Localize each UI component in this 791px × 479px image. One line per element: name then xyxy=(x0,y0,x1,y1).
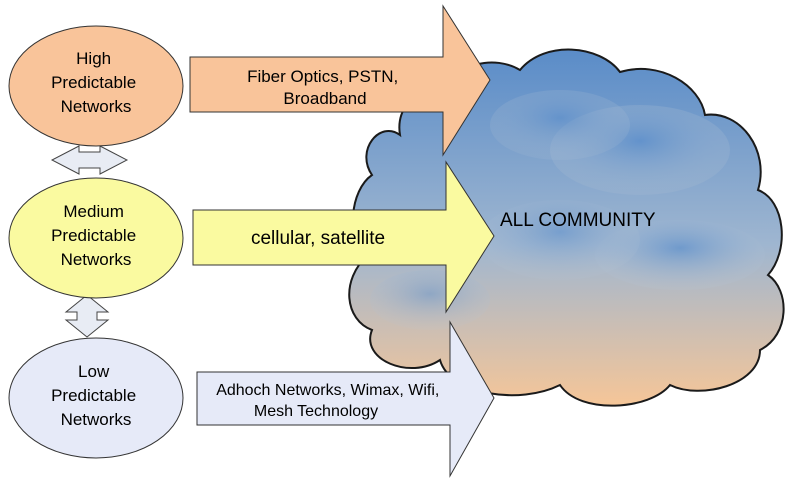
node-low-line2: Predictable xyxy=(51,386,136,405)
node-high: High Predictable Networks xyxy=(8,25,184,147)
cloud-puff xyxy=(370,270,490,330)
node-low: Low Predictable Networks xyxy=(8,337,184,459)
node-medium-shape xyxy=(8,177,184,299)
node-high-line2: Predictable xyxy=(51,73,136,92)
double-arrow-medium-low xyxy=(64,294,110,338)
node-medium-line2: Predictable xyxy=(51,226,136,245)
arrow-low-text-line2: Mesh Technology xyxy=(254,403,378,420)
node-high-shape xyxy=(8,25,184,147)
arrow-high-shape xyxy=(189,4,491,157)
node-low-line3: Networks xyxy=(61,410,132,429)
arrow-low-text-line1: Adhoch Networks, Wimax, Wifi, xyxy=(216,382,439,399)
node-low-shape xyxy=(8,337,184,459)
node-medium-line3: Networks xyxy=(61,250,132,269)
node-medium: Medium Predictable Networks xyxy=(8,177,184,299)
node-low-line1: Low xyxy=(78,362,110,381)
arrow-medium-shape xyxy=(192,160,495,314)
arrow-low-shape xyxy=(196,320,495,478)
arrow-high: Fiber Optics, PSTN, Broadband xyxy=(189,4,491,157)
svg-text:cellular, satellite: cellular, satellite xyxy=(251,228,385,249)
svg-text:Fiber Optics, PSTN, Broa: Fiber Optics, PSTN, Broadband xyxy=(247,67,403,108)
cloud-label: ALL COMMUNITY xyxy=(500,210,656,231)
svg-text:High Predictable N: High Predictable Networks xyxy=(51,49,141,116)
arrow-high-text-line1: Fiber Optics, PSTN, xyxy=(247,67,398,86)
svg-text:Medium Predictable: Medium Predictable Networks xyxy=(51,202,141,269)
arrow-high-text-line2: Broadband xyxy=(283,89,366,108)
node-medium-line1: Medium xyxy=(63,202,123,221)
svg-text:Adhoch Networks, Wimax, Wifi,: Adhoch Networks, Wimax, Wifi, Mesh Techn… xyxy=(216,382,444,420)
arrow-medium: cellular, satellite xyxy=(192,160,495,314)
node-high-line3: Networks xyxy=(61,97,132,116)
double-arrow-high-medium xyxy=(50,145,129,175)
cloud-puff xyxy=(490,90,630,160)
node-high-line1: High xyxy=(76,49,111,68)
cloud-puff xyxy=(480,200,640,280)
svg-text:Low Predictable Ne: Low Predictable Networks xyxy=(51,362,141,429)
arrow-medium-text: cellular, satellite xyxy=(251,228,385,249)
arrow-low: Adhoch Networks, Wimax, Wifi, Mesh Techn… xyxy=(196,320,495,478)
